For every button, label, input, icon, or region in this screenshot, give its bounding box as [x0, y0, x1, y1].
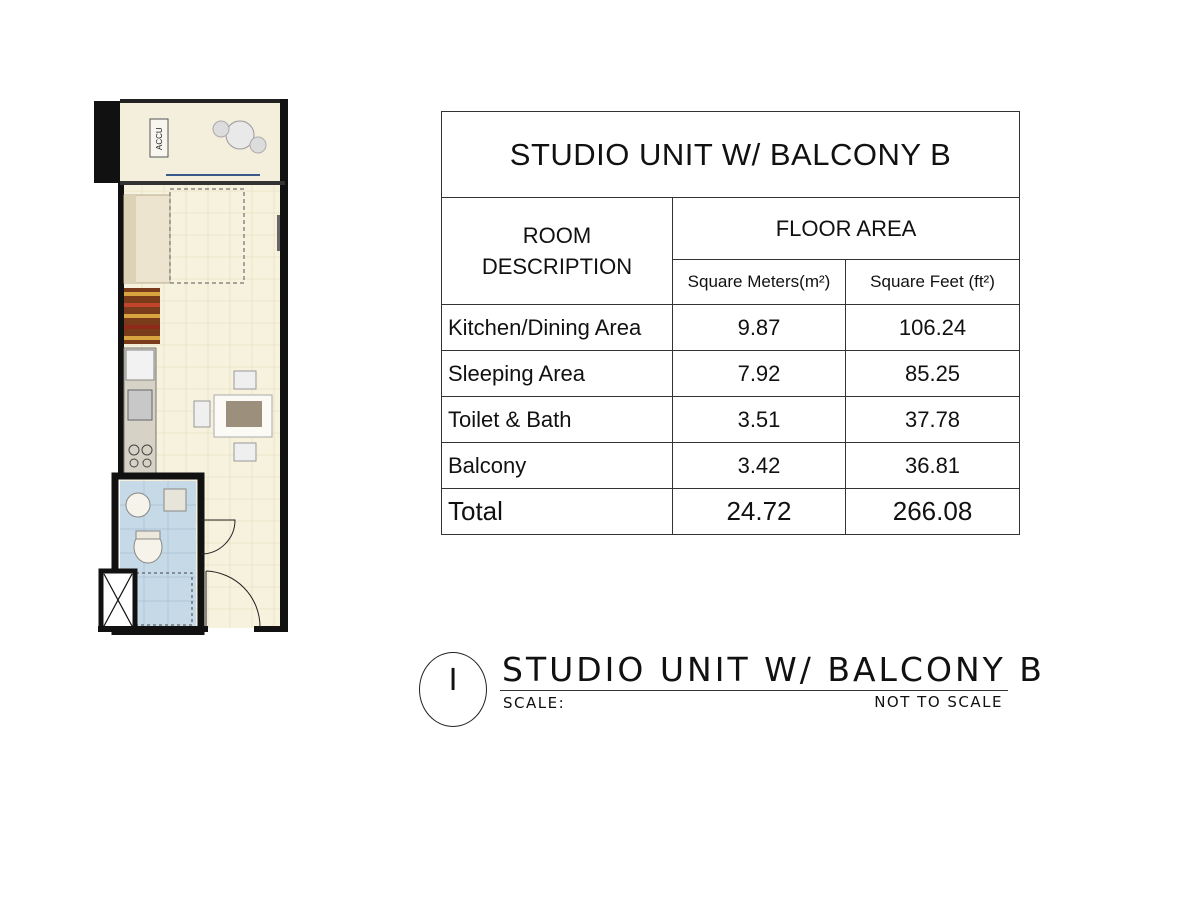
column: [94, 101, 120, 183]
toilet-bath-walls: [111, 472, 205, 635]
room-name: Sleeping Area: [441, 350, 673, 397]
scale-label: SCALE:: [503, 694, 566, 712]
sqft-header: Square Feet (ft²): [844, 259, 1021, 305]
room-sqm: 3.42: [672, 442, 846, 489]
wash-basin: [125, 492, 151, 518]
drawing-number-circle: [419, 652, 487, 727]
right-wall: [280, 99, 288, 632]
room-name: Kitchen/Dining Area: [441, 304, 673, 351]
area-table: STUDIO UNIT W/ BALCONY B ROOM DESCRIPTIO…: [440, 111, 1021, 535]
scale-value: NOT TO SCALE: [874, 693, 1003, 711]
total-row: Total 24.72 266.08: [441, 488, 1021, 535]
sqm-header: Square Meters(m²): [672, 259, 846, 305]
rug-outline: [169, 188, 245, 284]
left-wall: [118, 183, 124, 478]
sliding-door: [120, 181, 285, 185]
top-wall: [120, 99, 285, 103]
accu-unit: [149, 118, 169, 158]
room-description-header: ROOM DESCRIPTION: [441, 197, 673, 305]
entry-door-swing: [205, 570, 261, 628]
room-name: Balcony: [441, 442, 673, 489]
table-title: STUDIO UNIT W/ BALCONY B: [440, 111, 1021, 198]
stove-burner: [128, 444, 140, 456]
table-row: Balcony 3.42 36.81: [441, 442, 1021, 489]
table-row: Toilet & Bath 3.51 37.78: [441, 396, 1021, 443]
room-name: Toilet & Bath: [441, 396, 673, 443]
drawing-title-block: I STUDIO UNIT W/ BALCONY B SCALE: NOT TO…: [418, 650, 1042, 730]
room-sqft: 37.78: [844, 396, 1021, 443]
room-sqft: 106.24: [844, 304, 1021, 351]
accu-label: ACCU: [155, 127, 164, 150]
bottom-wall: [98, 626, 208, 632]
room-description-label: ROOM DESCRIPTION: [481, 223, 633, 279]
room-sqft: 36.81: [844, 442, 1021, 489]
room-sqm: 9.87: [672, 304, 846, 351]
total-sqm: 24.72: [672, 488, 846, 535]
table-row: Sleeping Area 7.92 85.25: [441, 350, 1021, 397]
floor-plan: ACCU: [94, 99, 288, 635]
bath-door-swing: [200, 519, 236, 555]
drawing-title: STUDIO UNIT W/ BALCONY B: [502, 650, 1045, 689]
room-sqm: 3.51: [672, 396, 846, 443]
room-sqm: 7.92: [672, 350, 846, 397]
room-sqft: 85.25: [844, 350, 1021, 397]
table-row: Kitchen/Dining Area 9.87 106.24: [441, 304, 1021, 351]
bookshelf: [124, 288, 160, 344]
sink: [127, 389, 153, 421]
drawing-number: I: [448, 663, 458, 698]
fridge: [125, 349, 155, 381]
total-sqft: 266.08: [844, 488, 1021, 535]
title-rule: [500, 690, 1008, 691]
total-label: Total: [441, 488, 673, 535]
floor-area-header: FLOOR AREA: [671, 197, 1021, 260]
